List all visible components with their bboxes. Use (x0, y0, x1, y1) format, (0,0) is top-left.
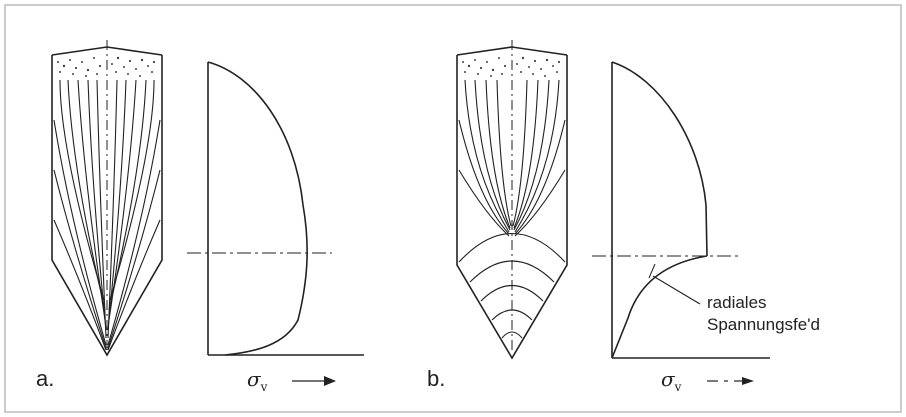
annotation-radial-field: radiales Spannungsfe'd (707, 292, 820, 336)
panel-a-label: a. (36, 366, 55, 391)
plot-a-arrow-head (324, 376, 336, 386)
silo-b-wall (456, 55, 568, 360)
plot-a-stress-curve (207, 61, 308, 356)
silo-a-stress-trajectories (53, 79, 161, 351)
silo-b-stress-trajectories (458, 79, 566, 237)
annotation-line-2: Spannungsfe'd (707, 315, 820, 334)
annotation-line-1: radiales (707, 293, 767, 312)
panel-a-sigma: σ (247, 367, 261, 391)
annotation-leader-line (652, 275, 701, 305)
silo-b-material (462, 56, 561, 77)
stress-plot-b (592, 61, 770, 385)
panel-b-label: b. (427, 366, 446, 391)
stress-plot-a (187, 61, 364, 386)
plot-b-stress-curve-upper (611, 61, 708, 257)
silo-a-wall (51, 55, 163, 357)
silo-b-radial-arcs (458, 232, 566, 339)
silo-b (456, 40, 568, 360)
panel-b-axis-label: σv (661, 369, 681, 393)
panel-a-sigma-subscript: v (260, 380, 268, 394)
silo-a (51, 40, 163, 357)
panel-a-axis-label: σv (247, 369, 267, 393)
figure-border (4, 4, 902, 413)
plot-b-arrow-head (742, 377, 754, 385)
panel-b-sigma-subscript: v (674, 380, 682, 394)
silo-a-material (57, 56, 156, 77)
plot-b-stress-curve-lower (611, 255, 708, 359)
panel-b-sigma: σ (661, 367, 675, 391)
plot-b-tick-mark (648, 263, 656, 279)
